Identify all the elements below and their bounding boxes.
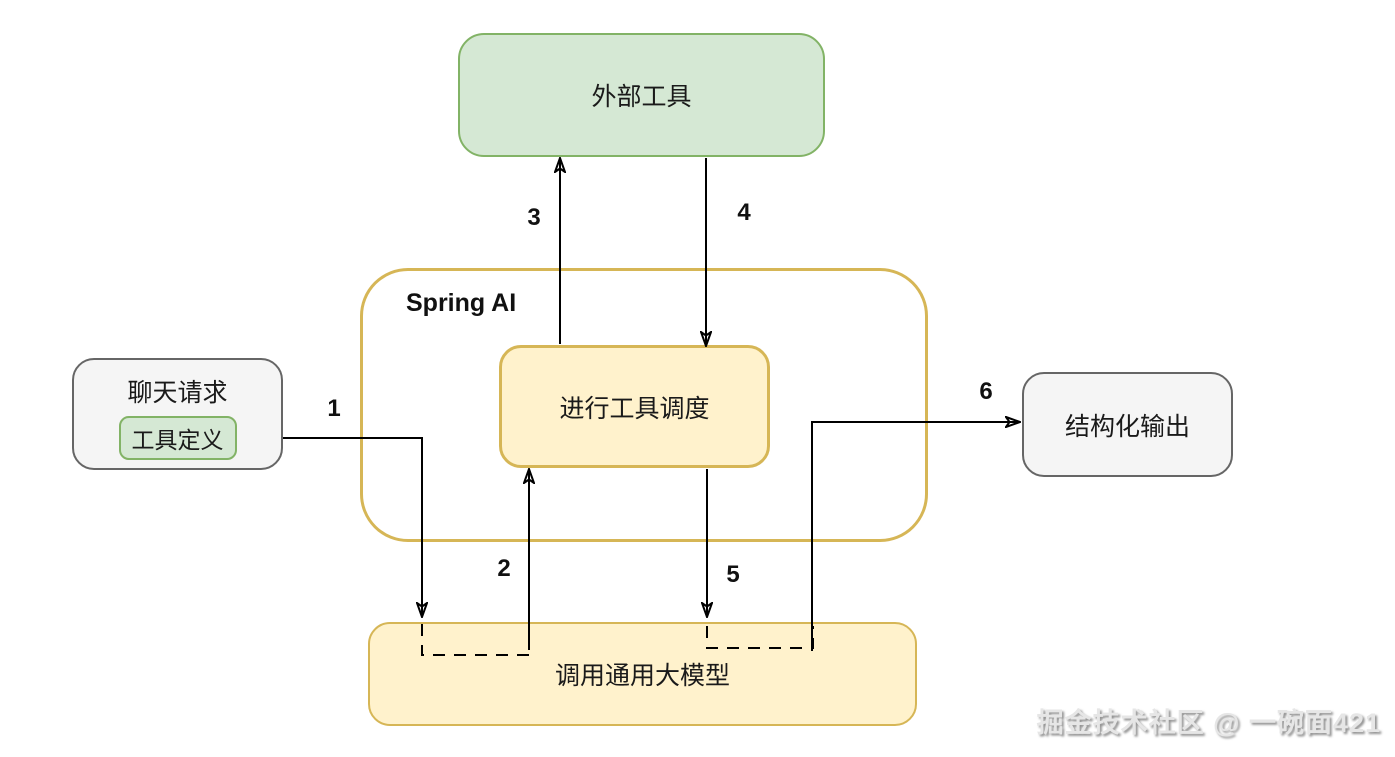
tool-dispatch-label: 进行工具调度 — [559, 394, 710, 423]
tool-dispatch-node: 进行工具调度 — [499, 345, 770, 468]
spring-ai-container: Spring AI — [360, 268, 928, 542]
arrow-label-4: 4 — [737, 199, 751, 226]
watermark: 掘金技术社区 @ 一碗面421 — [1036, 708, 1381, 738]
arrow-label-5: 5 — [726, 561, 740, 588]
structured-output-label: 结构化输出 — [1064, 412, 1190, 441]
arrow-label-2: 2 — [497, 555, 511, 582]
chat-request-node: 聊天请求 工具定义 — [72, 358, 283, 470]
chat-request-label: 聊天请求 — [127, 379, 228, 407]
llm-call-label: 调用通用大模型 — [554, 662, 730, 690]
external-tools-label: 外部工具 — [591, 83, 692, 111]
structured-output-node: 结构化输出 — [1022, 372, 1233, 477]
external-tools-node: 外部工具 — [458, 33, 825, 157]
llm-call-node: 调用通用大模型 — [368, 622, 917, 726]
spring-ai-label: Spring AI — [406, 289, 517, 317]
arrow-label-3: 3 — [527, 204, 541, 231]
tool-definition-label: 工具定义 — [131, 427, 224, 453]
tool-definition-badge: 工具定义 — [118, 416, 237, 460]
arrow-label-6: 6 — [979, 378, 993, 405]
arrow-label-1: 1 — [327, 395, 341, 422]
